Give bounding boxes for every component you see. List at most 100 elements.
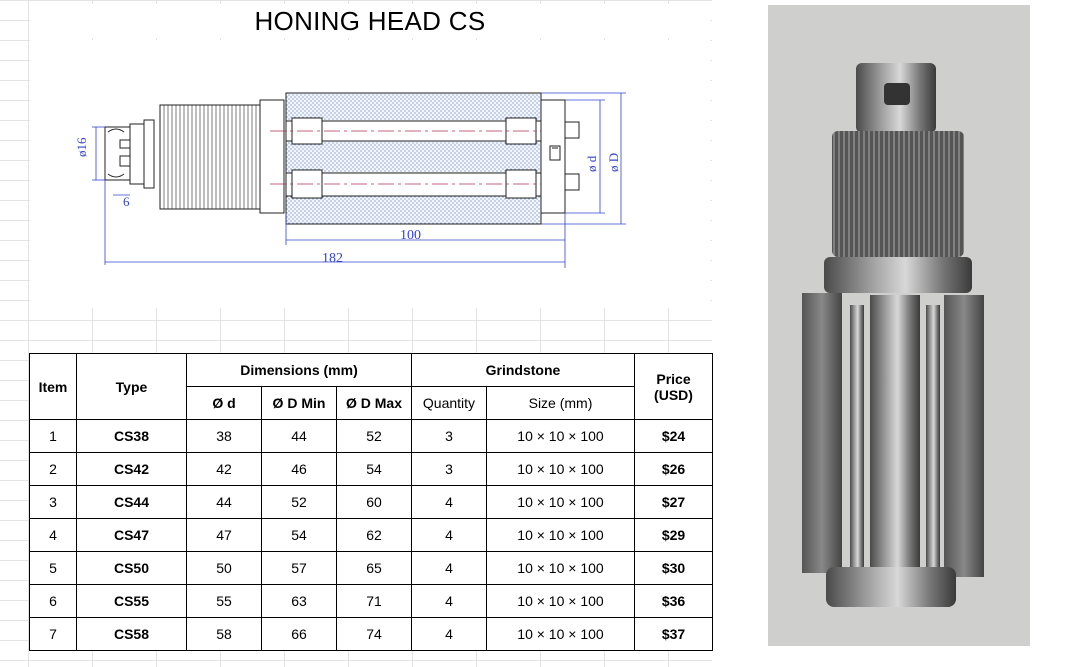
stone-length-label: 100 [400, 228, 421, 243]
spec-table: Item Type Dimensions (mm) Grindstone Pri… [29, 353, 713, 651]
left-stone-photo-shape [802, 293, 842, 573]
center-rod-photo-shape [870, 295, 920, 585]
cell-type: CS58 [76, 617, 187, 651]
top-slot-shape [884, 83, 910, 105]
cell-price: $27 [634, 485, 713, 519]
cell-item: 3 [29, 485, 77, 519]
shank-dimension-label: 6 [123, 194, 130, 209]
header-size: Size (mm) [486, 386, 635, 420]
right-stone-photo-shape [944, 295, 984, 577]
cell-size: 10 × 10 × 100 [486, 419, 635, 453]
cell-dmax: 60 [336, 485, 412, 519]
inner-diameter-label: ø d [584, 155, 599, 172]
cell-dmin: 63 [261, 584, 337, 618]
cell-size: 10 × 10 × 100 [486, 617, 635, 651]
header-type: Type [76, 353, 187, 420]
cell-dmin: 44 [261, 419, 337, 453]
knurled-collar-shape [159, 104, 261, 210]
cell-dmin: 57 [261, 551, 337, 585]
outer-diameter-label: ø D [606, 153, 621, 172]
page-title: HONING HEAD CS [30, 4, 710, 38]
cell-item: 7 [29, 617, 77, 651]
cell-type: CS44 [76, 485, 187, 519]
header-item: Item [29, 353, 77, 420]
cell-price: $36 [634, 584, 713, 618]
cell-type: CS42 [76, 452, 187, 486]
technical-drawing: ø16 6 100 182 ø d ø D [30, 40, 710, 308]
left-rod-photo-shape [850, 305, 864, 575]
cell-quantity: 4 [411, 485, 487, 519]
cell-price: $29 [634, 518, 713, 552]
header-dmin: Ø D Min [261, 386, 337, 420]
collar-ring-shape [259, 99, 285, 214]
header-grindstone: Grindstone [411, 353, 635, 387]
cell-size: 10 × 10 × 100 [486, 584, 635, 618]
cell-item: 2 [29, 452, 77, 486]
cell-dmax: 71 [336, 584, 412, 618]
cell-size: 10 × 10 × 100 [486, 452, 635, 486]
cell-type: CS55 [76, 584, 187, 618]
cell-price: $26 [634, 452, 713, 486]
cell-type: CS38 [76, 419, 187, 453]
cell-item: 4 [29, 518, 77, 552]
cell-price: $24 [634, 419, 713, 453]
cell-dmin: 52 [261, 485, 337, 519]
cell-quantity: 3 [411, 452, 487, 486]
center-lines-shape [270, 130, 578, 185]
header-quantity: Quantity [411, 386, 487, 420]
cell-d: 47 [186, 518, 262, 552]
cell-dmax: 65 [336, 551, 412, 585]
cell-type: CS50 [76, 551, 187, 585]
cell-price: $30 [634, 551, 713, 585]
header-price-unit: (USD) [654, 386, 693, 403]
cell-dmax: 54 [336, 452, 412, 486]
bore-dimension-label: ø16 [74, 137, 89, 157]
product-photo [768, 5, 1030, 646]
cell-d: 44 [186, 485, 262, 519]
cell-dmin: 54 [261, 518, 337, 552]
cell-d: 50 [186, 551, 262, 585]
cell-item: 5 [29, 551, 77, 585]
cell-quantity: 4 [411, 584, 487, 618]
cell-d: 55 [186, 584, 262, 618]
cell-dmax: 62 [336, 518, 412, 552]
honing-head-drawing-svg: ø16 6 100 182 ø d ø D [74, 92, 626, 268]
cell-dmax: 52 [336, 419, 412, 453]
cell-quantity: 4 [411, 518, 487, 552]
header-price: Price (USD) [634, 353, 713, 420]
cell-quantity: 4 [411, 617, 487, 651]
table-header-row: Item Type Dimensions (mm) Grindstone Pri… [29, 353, 713, 420]
cell-type: CS47 [76, 518, 187, 552]
cell-dmin: 66 [261, 617, 337, 651]
header-dimensions: Dimensions (mm) [186, 353, 412, 387]
cell-quantity: 4 [411, 551, 487, 585]
cell-quantity: 3 [411, 419, 487, 453]
table-subheader-row: Ø d Ø D Min Ø D Max Quantity Size (mm) [30, 386, 713, 420]
cell-d: 42 [186, 452, 262, 486]
cell-d: 58 [186, 617, 262, 651]
cell-size: 10 × 10 × 100 [486, 485, 635, 519]
end-fitting-shape [104, 119, 155, 189]
ring-photo-shape [824, 257, 972, 293]
dimension-lines-shape [92, 92, 626, 268]
upper-stone-shape [285, 92, 542, 122]
right-end-shape [540, 99, 580, 214]
cell-size: 10 × 10 × 100 [486, 551, 635, 585]
middle-stone-shape [285, 140, 542, 174]
base-photo-shape [826, 567, 956, 607]
cell-price: $37 [634, 617, 713, 651]
header-dmax: Ø D Max [336, 386, 412, 420]
knurled-collar-photo-shape [832, 131, 964, 257]
right-rod-photo-shape [926, 305, 940, 575]
header-price-label: Price [656, 370, 691, 387]
cell-dmax: 74 [336, 617, 412, 651]
cell-dmin: 46 [261, 452, 337, 486]
